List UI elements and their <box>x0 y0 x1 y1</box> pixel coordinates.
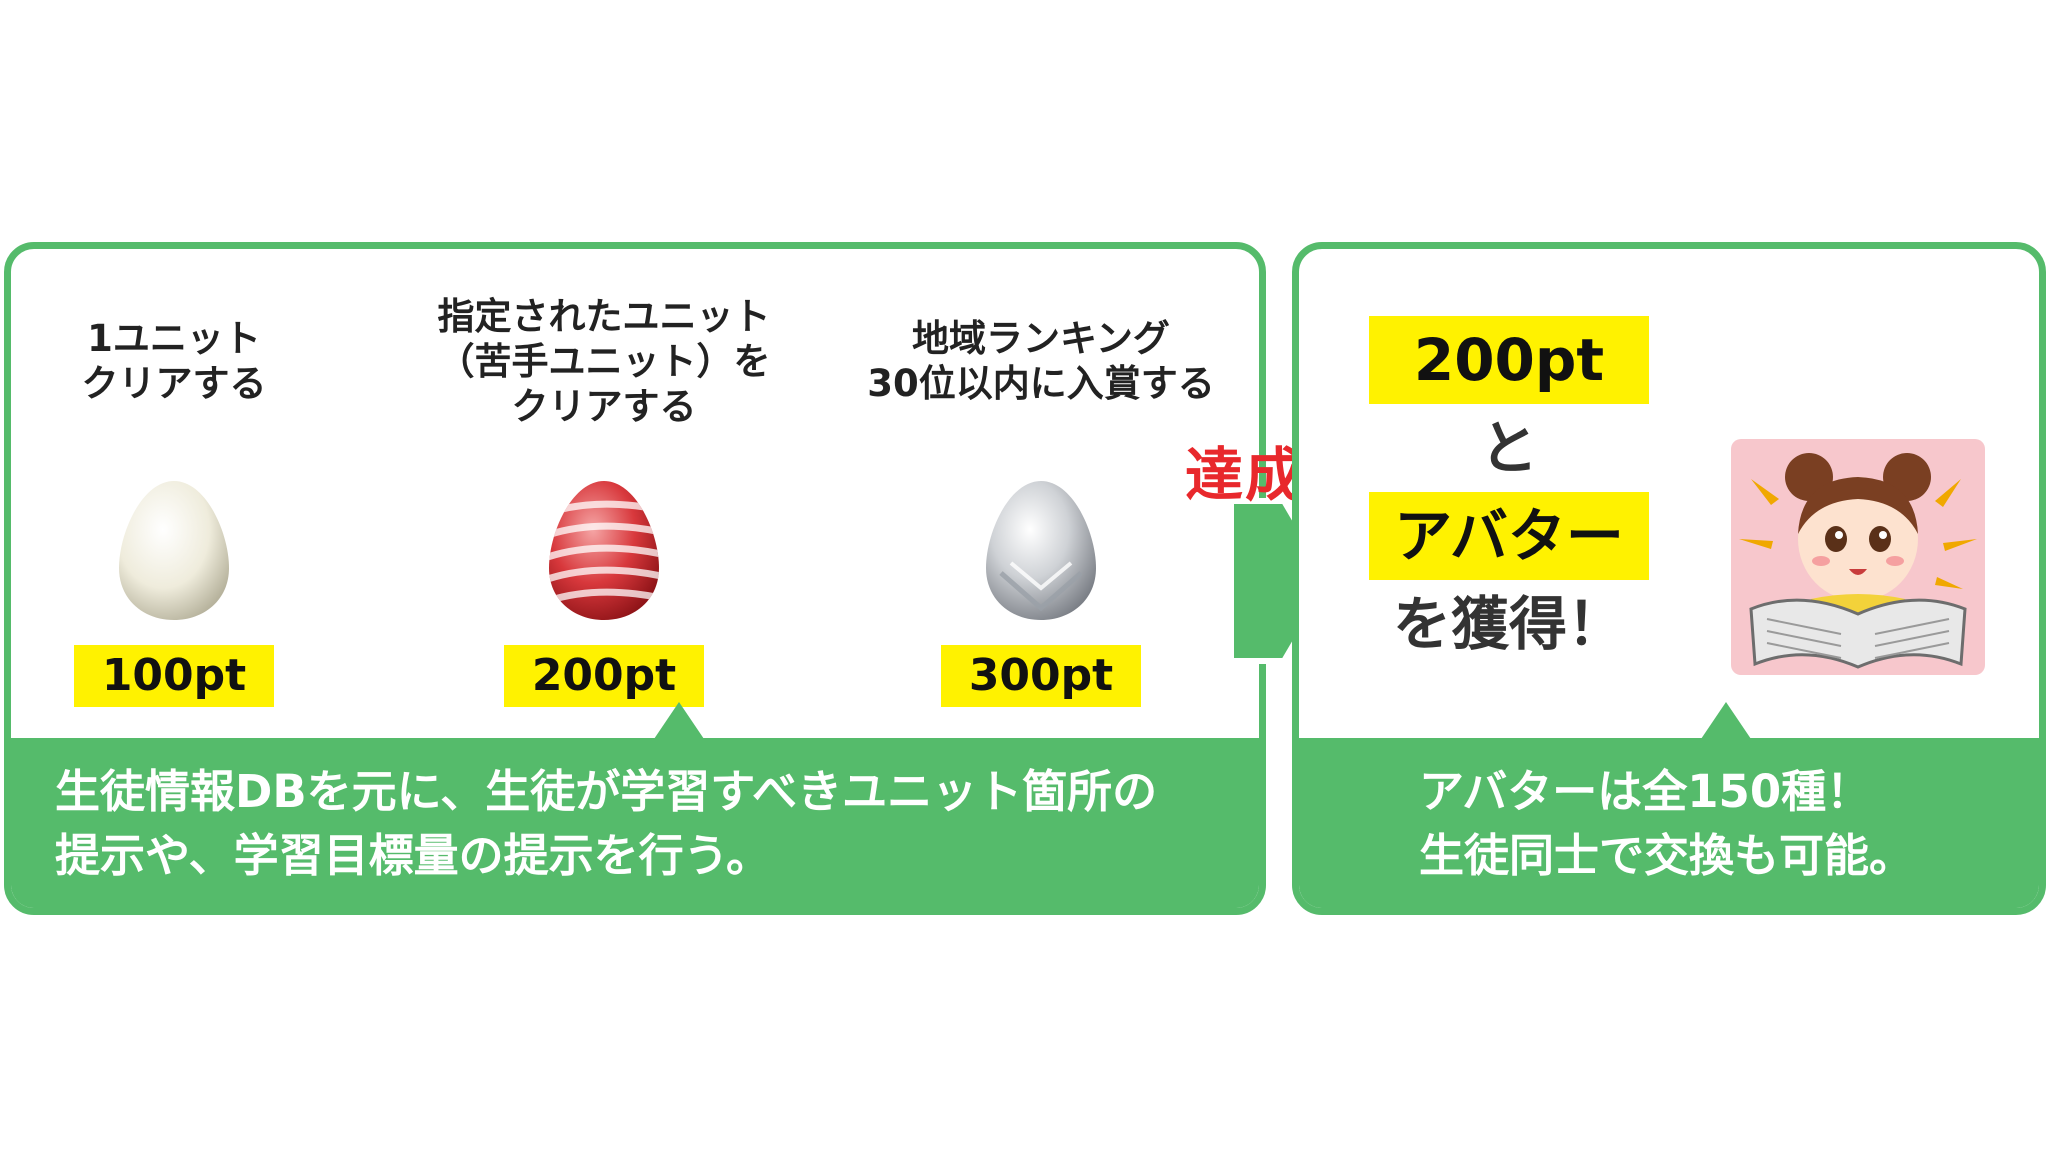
left-description-line-2: 提示や、学習目標量の提示を行う。 <box>55 829 771 882</box>
right-description-line-2: 生徒同士で交換も可能。 <box>1419 829 1915 882</box>
reward-connector: と <box>1479 414 1538 482</box>
step-3-line-2: 30位以内に入賞する <box>867 362 1215 405</box>
reward-suffix: を獲得！ <box>1392 590 1625 658</box>
step-3-points: 300pt <box>940 645 1142 707</box>
left-description-band: 生徒情報DBを元に、生徒が学習すべきユニット箇所の 提示や、学習目標量の提示を行… <box>11 702 1259 908</box>
reward-item: アバター <box>1369 492 1649 580</box>
steps-panel: 1ユニット クリアする 100pt 指定されたユニット （苦手ユニット）を クリ… <box>4 242 1266 915</box>
reward-points: 200pt <box>1369 316 1649 404</box>
silver-egg-icon <box>986 481 1096 620</box>
step-2-points: 200pt <box>503 645 705 707</box>
step-3: 地域ランキング 30位以内に入賞する 300pt <box>851 291 1231 707</box>
white-egg-icon <box>119 481 229 620</box>
right-description-line-1: アバターは全150種！ <box>1419 765 1872 818</box>
reward-panel: 200pt と アバター を獲得！ <box>1292 242 2046 915</box>
step-1: 1ユニット クリアする 100pt <box>11 291 364 707</box>
right-band-notch <box>1701 702 1751 739</box>
step-2-line-1: 指定されたユニット <box>437 294 771 338</box>
red-striped-egg-icon <box>549 481 659 620</box>
step-2-line-3: クリアする <box>511 384 697 428</box>
left-band-notch <box>654 702 704 739</box>
step-1-points: 100pt <box>73 645 275 707</box>
step-2: 指定されたユニット （苦手ユニット）を クリアする <box>414 291 794 707</box>
step-2-line-2: （苦手ユニット）を <box>437 339 771 383</box>
reward-text: 200pt と アバター を獲得！ <box>1369 316 1649 668</box>
left-description-line-1: 生徒情報DBを元に、生徒が学習すべきユニット箇所の <box>55 765 1158 818</box>
step-3-label: 地域ランキング 30位以内に入賞する <box>851 291 1231 431</box>
avatar-illustration <box>1731 439 1985 675</box>
step-1-line-1: 1ユニット <box>87 317 261 360</box>
right-description-band: アバターは全150種！ 生徒同士で交換も可能。 <box>1299 702 2039 908</box>
step-1-label: 1ユニット クリアする <box>11 291 364 431</box>
step-3-line-1: 地域ランキング <box>912 317 1170 360</box>
step-1-line-2: クリアする <box>81 362 267 405</box>
step-2-label: 指定されたユニット （苦手ユニット）を クリアする <box>414 291 794 431</box>
